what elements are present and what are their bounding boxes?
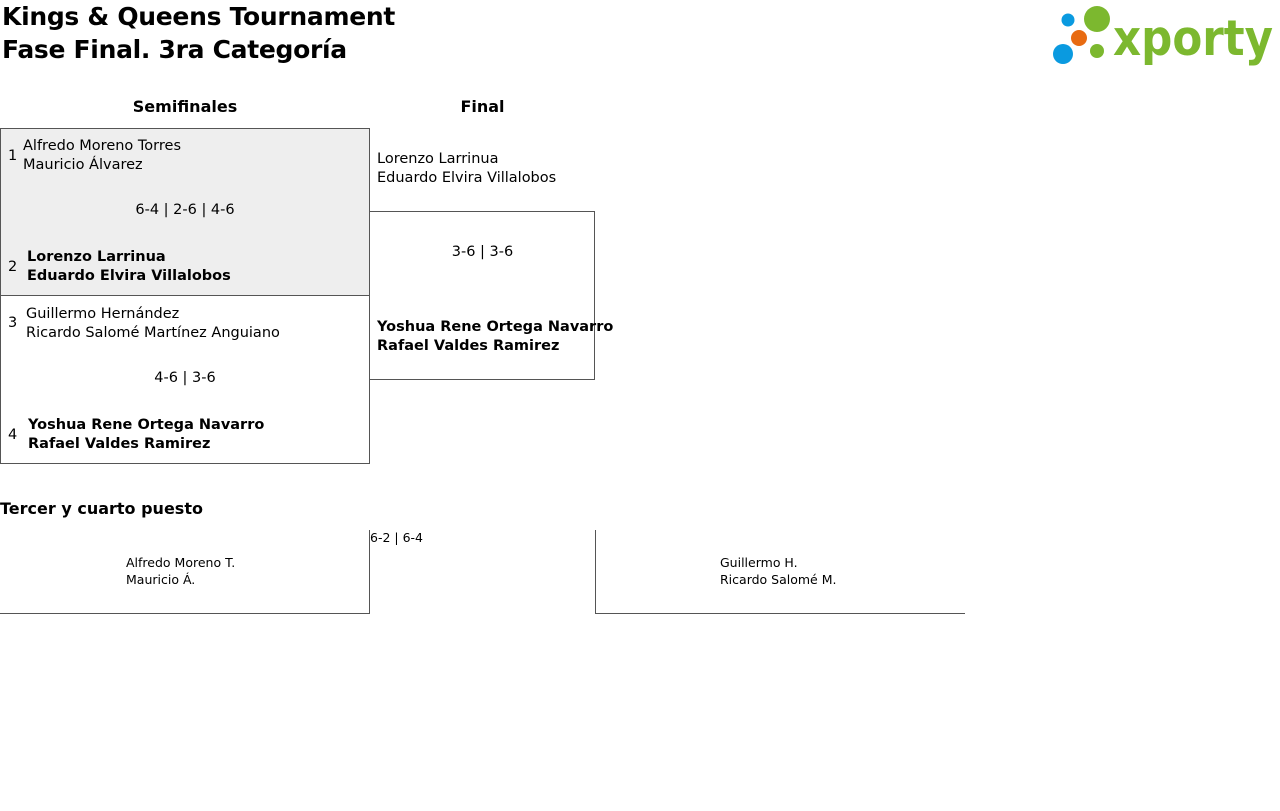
player-name: Ricardo Salomé M. [720,572,837,587]
match-score: 6-2 | 6-4 [370,530,423,545]
bracket-line [595,530,596,614]
logo-wordmark: xporty [1113,10,1273,66]
xporty-logo: xporty [1050,4,1276,67]
logo-dot-green-large [1084,6,1110,32]
bracket-line [369,530,370,614]
player-name-winner: Rafael Valdes Ramirez [28,436,211,452]
page-title: Kings & Queens Tournament [2,2,396,31]
bracket-line [595,613,965,614]
seed-number: 2 [8,259,18,275]
semifinal-heading: Semifinales [132,97,238,116]
final-match [369,211,595,380]
player-name: Alfredo Moreno Torres [23,138,182,154]
logo-dot-blue-small [1061,13,1075,27]
player-name-winner: Rafael Valdes Ramirez [377,338,560,354]
player-name-winner: Yoshua Rene Ortega Navarro [377,319,614,335]
final-heading: Final [460,97,505,116]
player-name: Mauricio Á. [126,572,196,587]
player-name: Alfredo Moreno T. [126,555,236,570]
match-score: 3-6 | 3-6 [451,244,514,260]
player-name: Ricardo Salomé Martínez Anguiano [26,325,280,341]
player-name-winner: Eduardo Elvira Villalobos [27,268,231,284]
player-name: Lorenzo Larrinua [377,151,499,167]
player-name-winner: Lorenzo Larrinua [27,249,166,265]
player-name: Guillermo H. [720,555,798,570]
bracket-line [0,613,370,614]
player-name: Guillermo Hernández [26,306,180,322]
logo-dot-orange [1071,30,1087,46]
semifinal-match-1 [0,128,370,296]
player-name-winner: Yoshua Rene Ortega Navarro [28,417,265,433]
seed-number: 3 [8,315,18,331]
page-subtitle: Fase Final. 3ra Categoría [2,35,347,64]
match-score: 4-6 | 3-6 [154,370,216,386]
seed-number: 1 [8,148,18,164]
logo-graphic: xporty [1053,6,1273,67]
third-place-heading: Tercer y cuarto puesto [0,499,203,518]
seed-number: 4 [8,427,18,443]
player-name: Eduardo Elvira Villalobos [377,170,557,186]
player-name: Mauricio Álvarez [23,157,143,173]
match-score: 6-4 | 2-6 | 4-6 [135,202,235,218]
logo-dot-green-small [1090,44,1104,58]
logo-dot-blue-large [1053,44,1073,64]
